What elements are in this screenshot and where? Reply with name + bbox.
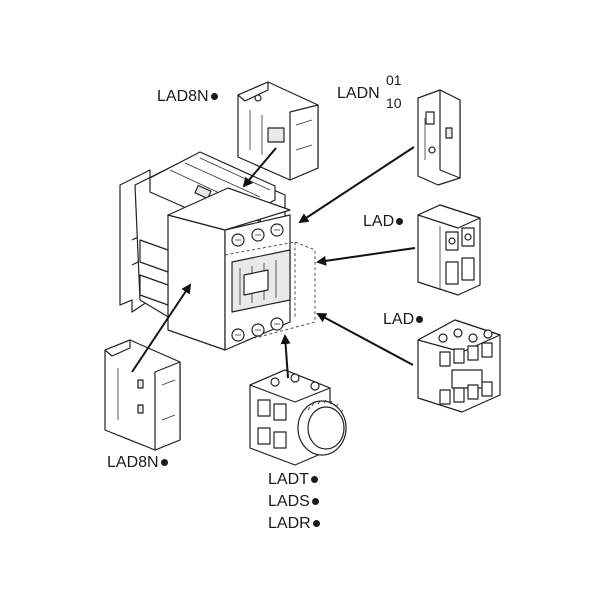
arrow-ladt: [280, 334, 291, 379]
lad8n-top-block: [237, 81, 319, 181]
label-lad8n-top: LAD8N: [157, 89, 218, 105]
label-lad8n-bottom-text: LAD8N: [107, 454, 159, 471]
label-lad8n-bottom: LAD8N: [107, 455, 168, 471]
label-ladn-text: LADN: [337, 85, 380, 102]
main-contactor: [119, 151, 316, 351]
arrow-lad-lower: [316, 313, 414, 366]
label-lad-lower: LAD: [383, 311, 424, 328]
arrow-ladn: [298, 146, 415, 224]
arrow-lad8n-top: [242, 147, 277, 188]
label-ladn-01: 01: [386, 72, 402, 88]
bullet-dot: [210, 93, 218, 100]
bullet-dot: [312, 520, 320, 527]
label-lad-upper-text: LAD: [363, 213, 395, 230]
label-ladn: LADN: [337, 86, 380, 102]
bullet-dot: [310, 476, 318, 483]
assembly-arrows: [131, 146, 416, 379]
ladn-block: [417, 89, 461, 186]
label-lad-lower-text: LAD: [383, 311, 415, 328]
label-lads-text: LADS: [268, 493, 310, 510]
label-ladn-10: 10: [386, 95, 402, 111]
bullet-dot: [396, 218, 404, 225]
bullet-dot: [160, 459, 168, 466]
ladt-timer-block: [249, 369, 347, 466]
lad-lower-block: [417, 319, 501, 413]
label-lads: LADS: [268, 494, 319, 510]
bullet-dot: [311, 498, 319, 505]
label-ladt-text: LADT: [268, 471, 309, 488]
arrow-lad8n-bottom: [131, 283, 192, 373]
bullet-dot: [416, 316, 424, 323]
arrow-lad-upper: [316, 247, 416, 266]
label-lad8n-top-text: LAD8N: [157, 88, 209, 105]
label-ladt: LADT: [268, 472, 318, 488]
lad8n-bottom-block: [104, 339, 181, 451]
label-ladr-text: LADR: [268, 515, 311, 532]
label-ladr: LADR: [268, 516, 320, 532]
label-lad-upper: LAD: [363, 213, 404, 230]
lad-upper-block: [417, 204, 481, 296]
